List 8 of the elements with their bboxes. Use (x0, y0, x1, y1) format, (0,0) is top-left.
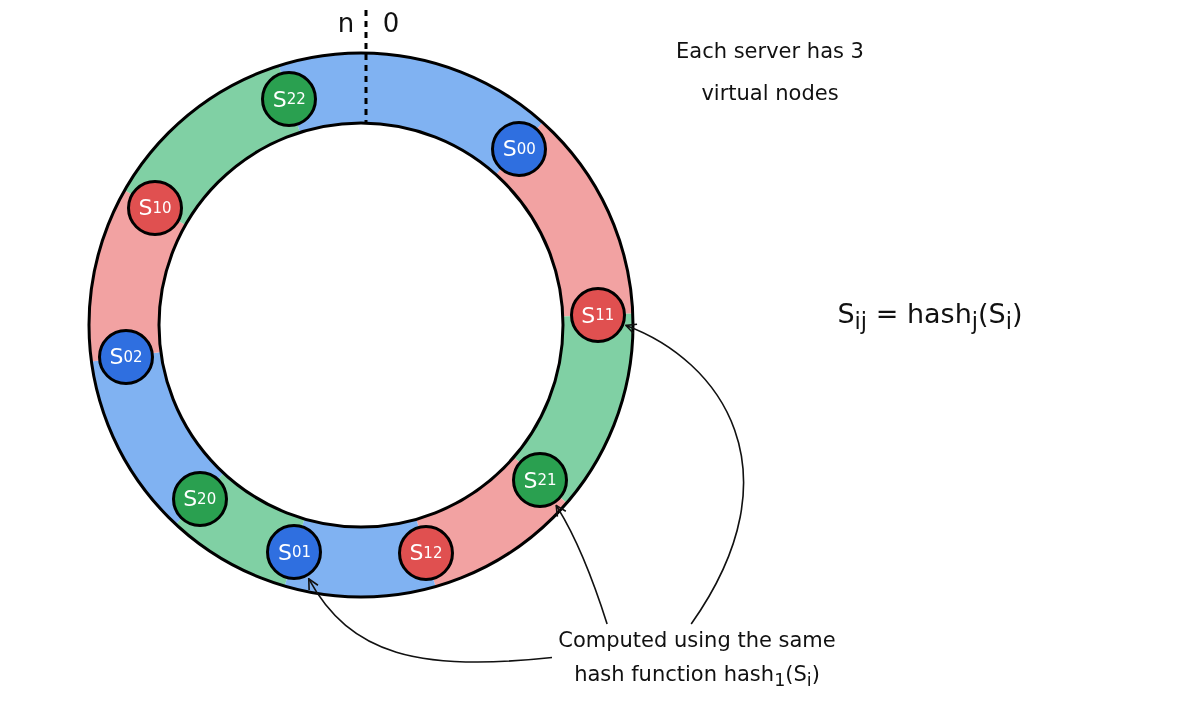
position-label: 0 (381, 8, 401, 40)
position-label: n (336, 8, 356, 40)
arrow (307, 578, 553, 663)
formula-text: S$_{ij}$ = hash$_{j}$(S$_{i}$) (836, 298, 1024, 336)
note-text: Each server has 3 virtual nodes (675, 38, 865, 107)
annotation-text: Computed using the same hash function hash$_{1}$(S$_{i}$) (552, 624, 842, 694)
arrow (625, 324, 745, 625)
arrow (555, 504, 608, 625)
